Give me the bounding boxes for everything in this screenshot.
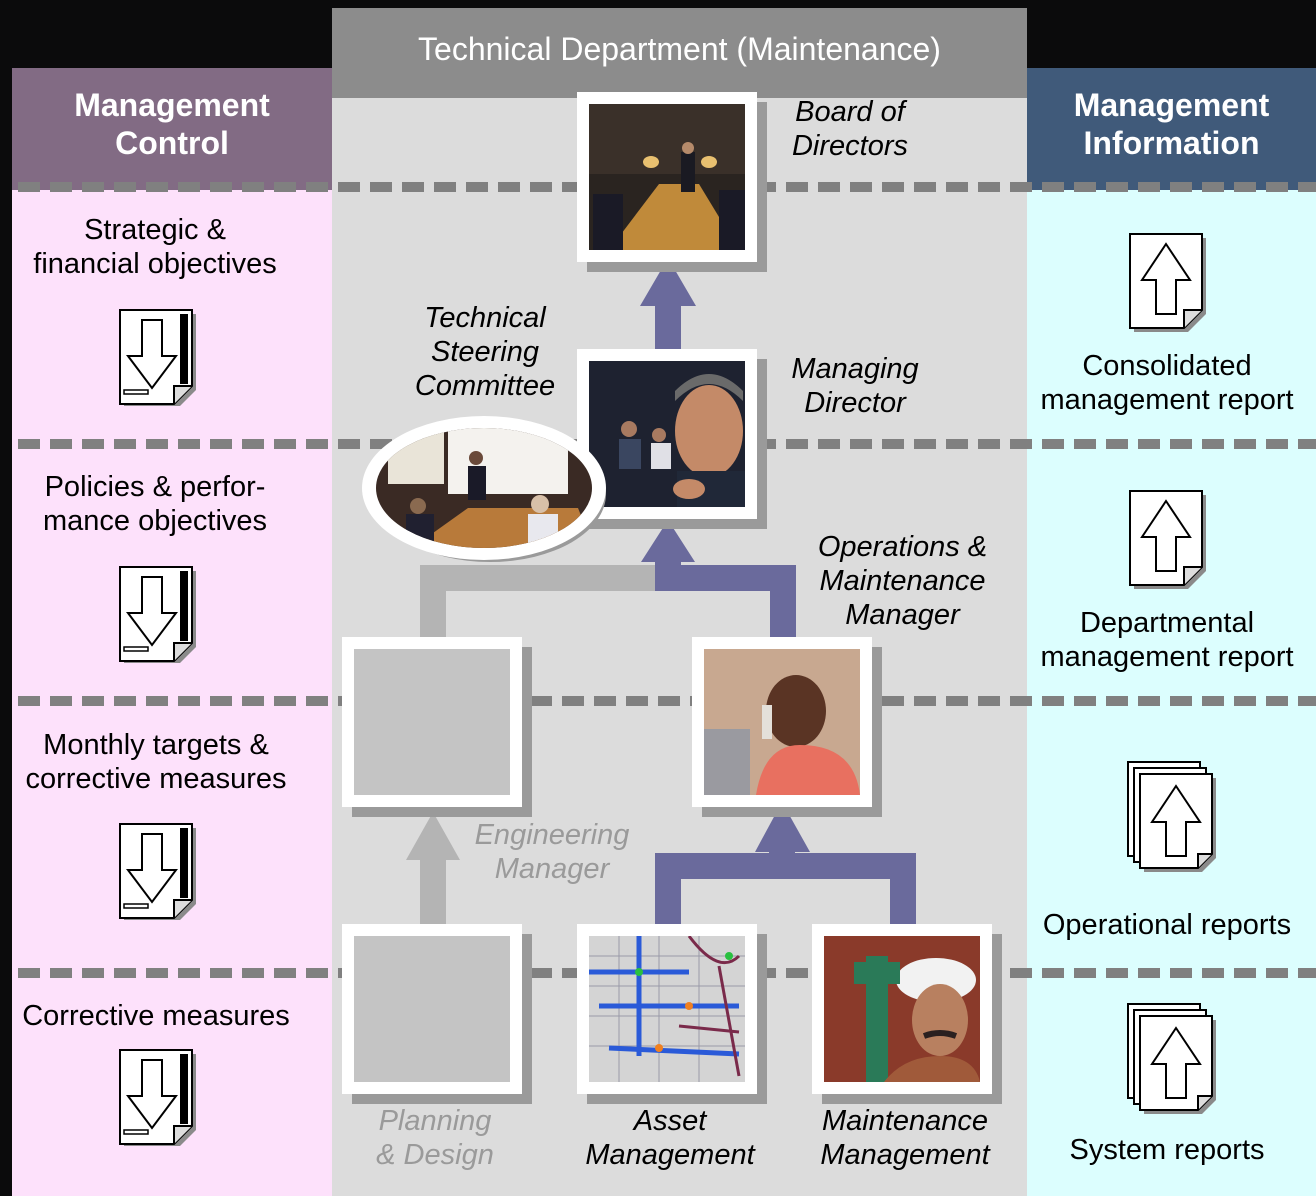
board-photo-frame: [577, 92, 757, 262]
md-to-board-shaft: [655, 302, 681, 352]
engineering-manager-placeholder: [354, 649, 510, 795]
asset-management-photo-frame: [577, 924, 757, 1094]
stacked-documents-up-icon: [1127, 1003, 1216, 1114]
maintenance-worker-photo: [824, 936, 980, 1082]
header-line: Information: [1083, 125, 1260, 161]
om-manager-photo-frame: [692, 637, 872, 807]
asset-map-photo: [589, 936, 745, 1082]
document-down-icon: [119, 566, 196, 663]
planning-design-label: Planning& Design: [376, 1105, 494, 1171]
om-manager-photo: [704, 649, 860, 795]
arrow-up-icon: [640, 258, 696, 306]
managing-director-photo-frame: [577, 349, 757, 519]
document-down-icon: [119, 1049, 196, 1146]
maintenance-management-photo-frame: [812, 924, 992, 1094]
engineering-to-committee-connector: [420, 565, 662, 640]
control-level-1-label: Strategic &financial objectives: [33, 214, 277, 280]
arrow-up-icon: [641, 520, 695, 562]
planning-to-engineering-shaft: [420, 858, 446, 928]
document-up-icon: [1129, 490, 1206, 589]
control-level-4-label: Corrective measures: [22, 1000, 290, 1032]
header-line: Management: [1073, 87, 1270, 123]
planning-design-placeholder: [354, 936, 510, 1082]
steering-committee-photo: [362, 416, 606, 562]
technical-department-title: Technical Department (Maintenance): [418, 31, 941, 67]
control-level-2-label: Policies & perfor-mance objectives: [42, 471, 268, 537]
managing-director-photo: [589, 361, 745, 507]
control-level-3-label: Monthly targets &corrective measures: [25, 729, 287, 795]
boardroom-photo: [589, 104, 745, 250]
header-line: Control: [115, 125, 229, 161]
document-up-icon: [1129, 233, 1206, 332]
document-down-icon: [119, 823, 196, 920]
header-line: Management: [74, 87, 270, 123]
arrow-up-icon: [406, 812, 460, 860]
technical-department-header: Technical Department (Maintenance): [332, 8, 1027, 98]
management-control-header: Management Control: [12, 68, 332, 190]
information-level-4-label: System reports: [1069, 1134, 1265, 1166]
operations-to-om-connector: [655, 853, 916, 928]
management-information-header: Management Information: [1027, 68, 1316, 190]
document-down-icon: [119, 309, 196, 406]
level-divider: [18, 696, 1316, 706]
engineering-manager-frame: [342, 637, 522, 807]
planning-design-frame: [342, 924, 522, 1094]
arrow-up-icon: [755, 802, 810, 852]
information-level-3-label: Operational reports: [1042, 909, 1292, 941]
stacked-documents-up-icon: [1127, 761, 1216, 872]
